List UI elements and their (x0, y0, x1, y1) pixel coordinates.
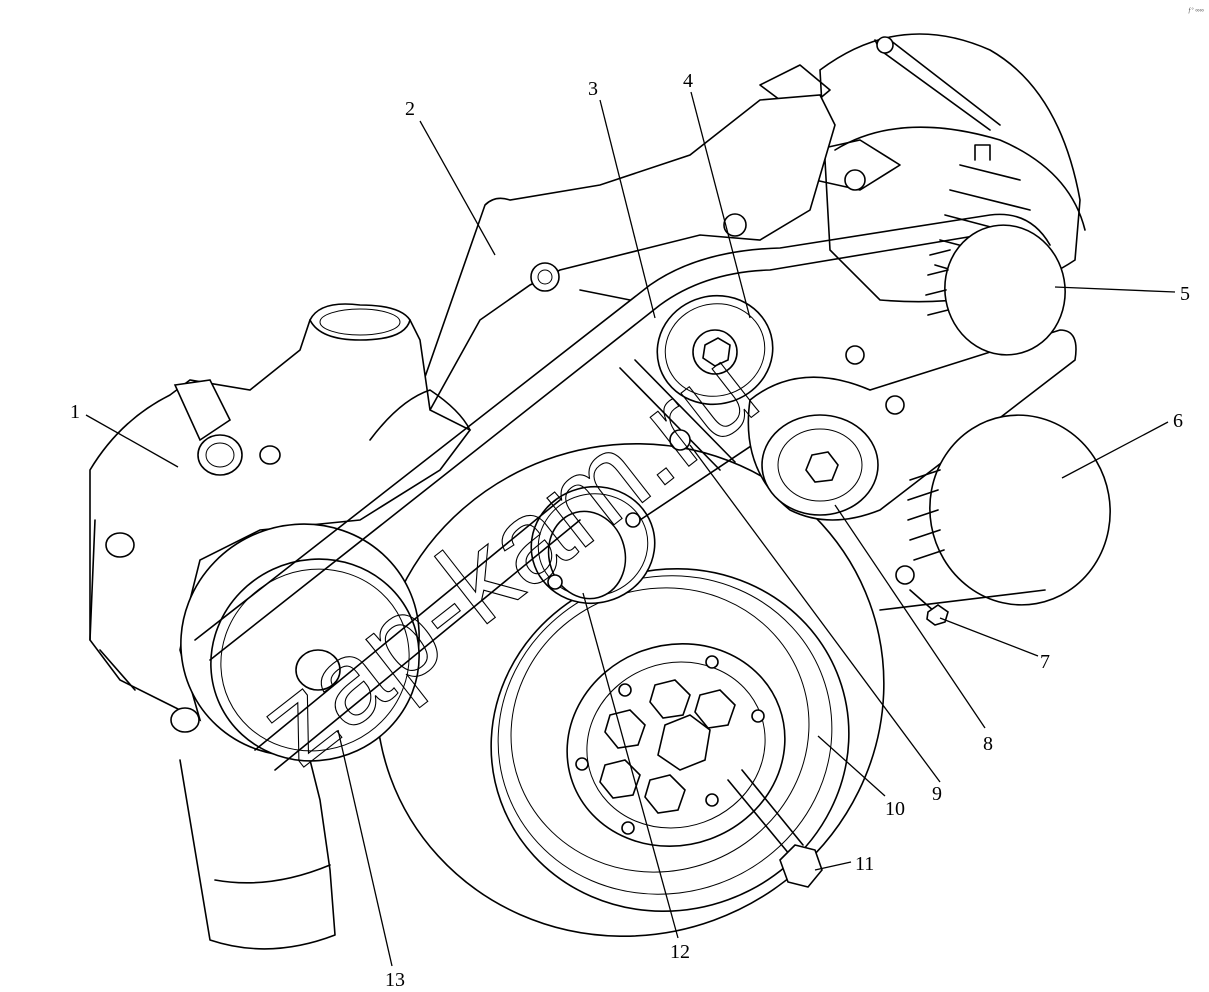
callout-4: 4 (683, 70, 693, 92)
mounting-bracket (408, 94, 836, 422)
callout-13: 13 (385, 969, 405, 991)
callout-8: 8 (983, 733, 993, 755)
callout-3: 3 (588, 78, 598, 100)
callout-5: 5 (1180, 283, 1190, 305)
leader-2 (419, 120, 496, 256)
alternator-pulley-5 (925, 224, 1066, 356)
callout-2: 2 (405, 98, 415, 120)
callout-11: 11 (855, 853, 874, 875)
callout-1: 1 (70, 401, 80, 423)
leader-lines (85, 91, 1176, 967)
leader-6 (1061, 421, 1169, 479)
leader-7 (939, 617, 1039, 657)
tensioner-8 (747, 329, 1077, 521)
idler-pulley-4 (619, 294, 774, 471)
callout-10: 10 (885, 798, 905, 820)
corner-mark: ƒ° ∞∞ (1188, 8, 1204, 14)
callout-6: 6 (1173, 410, 1183, 432)
idler-12 (530, 485, 656, 605)
leader-13 (337, 729, 393, 967)
leader-10 (817, 735, 886, 797)
crankshaft-damper (375, 443, 885, 937)
leader-8 (834, 504, 986, 729)
leader-11 (814, 861, 852, 871)
leader-1 (85, 414, 179, 468)
callout-9: 9 (932, 783, 942, 805)
callout-12: 12 (670, 941, 690, 963)
leader-3 (599, 99, 656, 319)
bolt-7 (909, 589, 949, 626)
pump-pulley-13 (180, 523, 420, 762)
leader-5 (1054, 286, 1176, 293)
callout-7: 7 (1040, 651, 1050, 673)
drive-belt-3 (194, 213, 1051, 771)
pulley-6 (879, 414, 1111, 611)
bolt-11 (727, 769, 823, 888)
leader-4 (690, 91, 751, 319)
callout-labels: 1 2 3 4 5 6 7 8 9 10 11 12 13 (70, 70, 1190, 991)
leader-9 (689, 444, 941, 783)
leader-12 (582, 592, 679, 939)
